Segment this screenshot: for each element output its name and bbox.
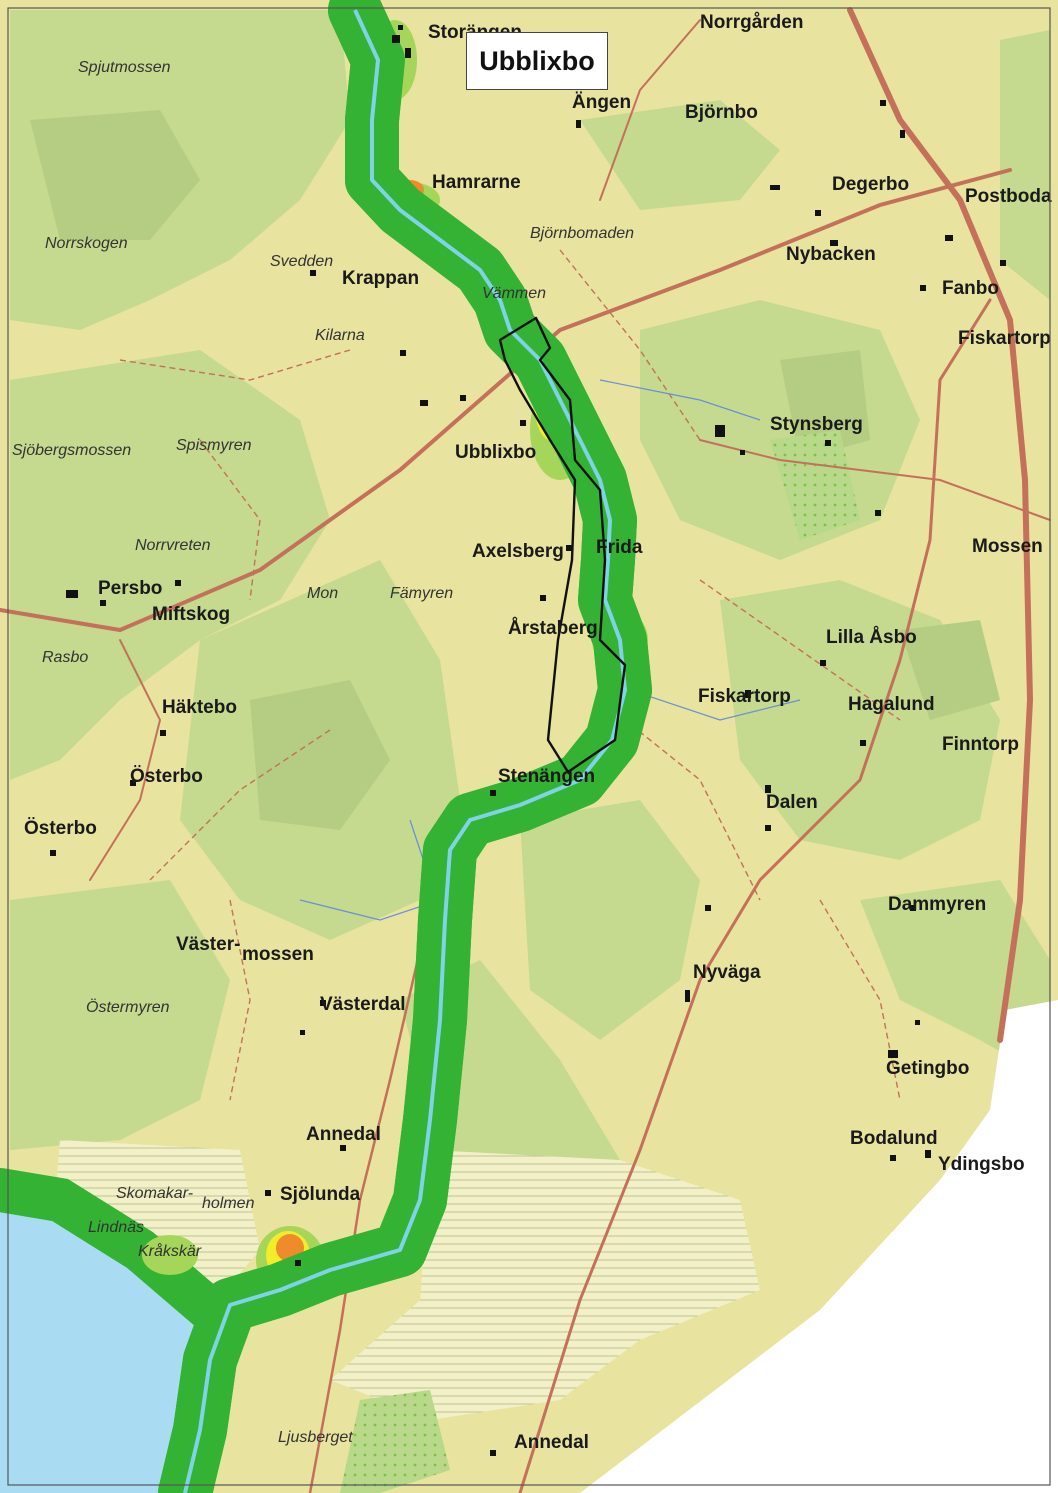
place-label: Nybacken [786,244,876,265]
place-label: Norrvreten [135,537,211,554]
place-label: Sjöbergsmossen [12,442,131,459]
place-label: Bodalund [850,1128,938,1149]
place-label: Svedden [270,253,333,270]
place-label: Dalen [766,792,818,813]
dark-forest [30,110,1000,830]
place-label: mossen [242,944,314,965]
place-label: Fiskartorp [958,328,1051,349]
place-label: Vämmen [482,285,546,302]
place-label: Årstaberg [508,618,598,639]
place-label: Degerbo [832,174,909,195]
place-label: Sjölunda [280,1184,361,1205]
place-label: Axelsberg [472,541,564,562]
place-label: Annedal [514,1432,589,1453]
place-label: Ängen [572,92,631,113]
place-label: Ubblixbo [455,442,536,463]
place-label: Spismyren [176,437,252,454]
place-label: Rasbo [42,649,88,666]
lake-water [0,1180,210,1493]
study-area-boundary[interactable] [498,316,627,774]
place-label: Frida [596,537,643,558]
place-label: Lilla Åsbo [826,627,917,648]
place-label: Östermyren [86,998,170,1016]
place-label: Mon [307,585,338,602]
place-label: Österbo [24,818,97,839]
place-label: Kråkskär [138,1242,202,1260]
place-label: Skomakar- [116,1185,193,1202]
place-label: Björnbo [685,102,758,123]
map-frame [7,7,1051,1486]
place-label: holmen [202,1195,255,1212]
place-label: Fiskartorp [698,686,791,707]
place-label: Fanbo [942,278,999,299]
place-label: Österbo [130,766,203,787]
place-label: Norrskogen [45,235,128,252]
place-label: Dammyren [888,894,986,915]
place-label: Miftskog [152,604,230,625]
place-label: Ljusberget [278,1429,353,1446]
place-label: Norrgården [700,12,803,33]
place-label: Annedal [306,1124,381,1145]
place-label: Lindnäs [88,1219,144,1236]
river-centerline [183,9,627,1493]
place-label: Väster- [176,934,240,955]
place-label: Finntorp [942,734,1019,755]
buildings [50,25,1006,1456]
unmapped-area [580,1000,1058,1493]
place-label: Getingbo [886,1058,969,1079]
place-label: Ydingsbo [938,1154,1025,1175]
place-label: Nyväga [693,962,761,983]
shore-buffer-zone [0,1168,232,1332]
place-label: Björnbomaden [530,225,634,242]
marsh-dots-east [770,430,860,540]
place-label: Spjutmossen [78,59,171,76]
place-label: Stenängen [498,766,595,787]
place-label: Mossen [972,536,1043,557]
place-labels: Storängen Norrgården Spjutmossen Ängen B… [12,12,1052,1453]
place-label: Fämyren [390,585,453,602]
place-label: Krappan [342,268,419,289]
place-label: Hamrarne [432,172,521,193]
roads [0,7,1051,1493]
place-label: Häktebo [162,697,237,718]
map-title: Ubblixbo [479,45,595,76]
map-title-box: Ubblixbo [466,32,608,90]
place-label: Stynsberg [770,414,863,435]
place-label: Postboda [965,186,1052,207]
place-label: Hagalund [848,694,935,715]
place-label: Persbo [98,578,162,599]
place-label: Kilarna [315,327,365,344]
marsh-dots [340,1390,450,1493]
place-label: Västerdal [320,994,406,1015]
